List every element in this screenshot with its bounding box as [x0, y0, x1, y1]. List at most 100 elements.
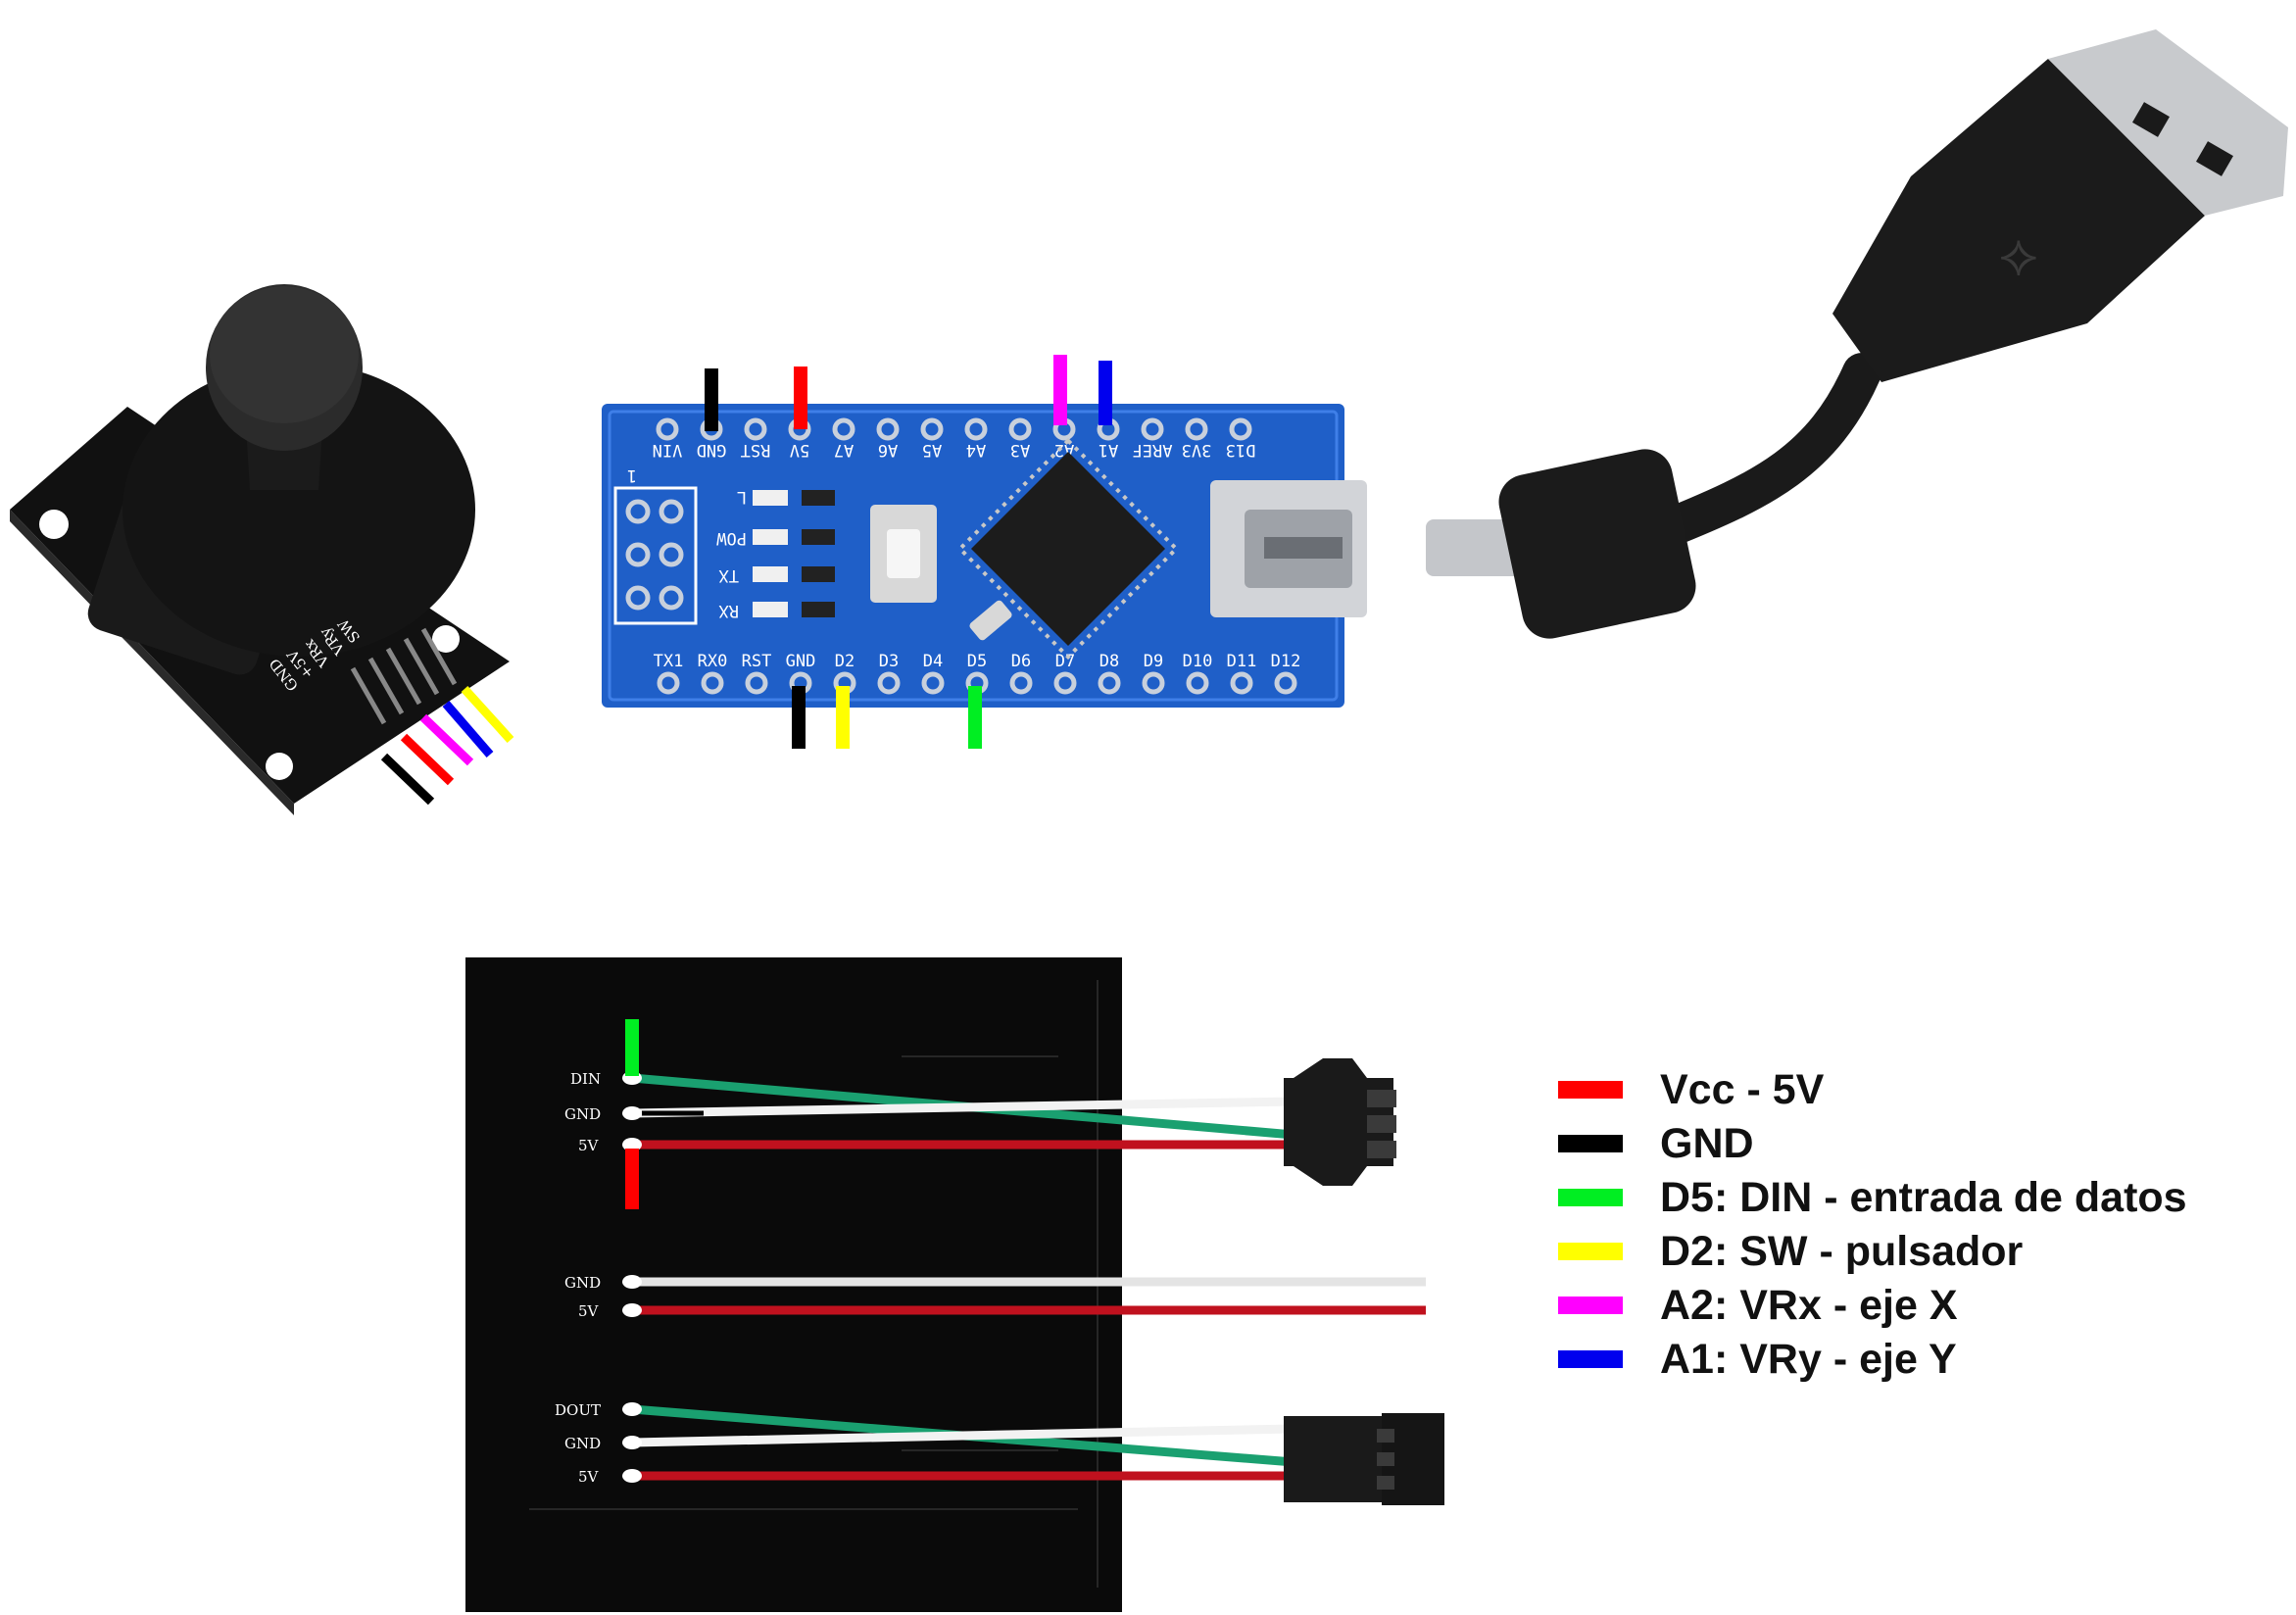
nano-pin-pad — [924, 674, 942, 692]
legend-swatch — [1558, 1350, 1623, 1368]
nano-pin-pad — [659, 674, 677, 692]
nano-pin-label: D10 — [1183, 652, 1213, 671]
nano-pin-pad — [747, 420, 764, 438]
pad-label-dout: DOUT — [555, 1401, 601, 1419]
wire-marker-5v — [404, 737, 451, 782]
led-label-rx: RX — [718, 601, 739, 620]
nano-pin-pad — [1232, 420, 1249, 438]
nano-pin-pad — [1012, 674, 1030, 692]
nano-pin-label: TX1 — [654, 652, 684, 671]
nano-pin-pad — [1277, 674, 1295, 692]
legend-swatch — [1558, 1189, 1623, 1206]
marker-sw-bottom — [836, 686, 850, 749]
mount-hole — [266, 753, 293, 780]
nano-pin-pad — [835, 420, 853, 438]
nano-pin-label: D12 — [1271, 652, 1301, 671]
jst-connector-female — [1284, 1058, 1396, 1186]
led-label-tx: TX — [718, 565, 739, 585]
usb-cable-wire — [1666, 372, 1862, 529]
nano-pin-label: D13 — [1226, 440, 1256, 460]
nano-pin-label: A5 — [922, 440, 942, 460]
legend-label: D5: DIN - entrada de datos — [1660, 1171, 2187, 1224]
nano-pin-pad — [1100, 674, 1118, 692]
resistor — [802, 566, 835, 582]
nano-pin-label: A4 — [966, 440, 986, 460]
mini-usb-plug-body — [1493, 444, 1700, 644]
led-label-l: L — [737, 487, 747, 507]
nano-pin-label: GND — [697, 440, 727, 460]
nano-pin-label: D2 — [835, 652, 855, 671]
resistor — [802, 490, 835, 506]
nano-pin-pad — [1011, 420, 1029, 438]
marker-din-matrix — [625, 1019, 639, 1076]
marker-din-bottom — [968, 686, 982, 749]
nano-pin-label: RST — [742, 652, 772, 671]
joystick-module: GND +5V VRx VRy SW — [10, 284, 511, 815]
nano-pin-label: AREF — [1133, 440, 1173, 460]
pad-label-5v: 5V — [578, 1137, 600, 1154]
mini-usb-tongue — [1264, 537, 1343, 559]
nano-pin-label: 5V — [790, 440, 809, 460]
nano-pin-pad — [1189, 674, 1206, 692]
led — [753, 529, 788, 545]
led — [753, 490, 788, 506]
nano-pin-label: D4 — [923, 652, 943, 671]
nano-pin-label: D7 — [1055, 652, 1075, 671]
nano-pin-label: A1 — [1099, 440, 1118, 460]
legend-swatch — [1558, 1297, 1623, 1314]
usb-cable: ⟡ — [1426, 29, 2288, 644]
marker-gnd-bottom — [792, 686, 806, 749]
legend-label: GND — [1660, 1117, 1754, 1170]
nano-pin-label: 3V3 — [1182, 440, 1212, 460]
pad-label-gnd: GND — [564, 1274, 601, 1292]
nano-pin-label: D3 — [879, 652, 899, 671]
pad-label-5v: 5V — [578, 1468, 600, 1486]
nano-pin-label: RST — [741, 440, 771, 460]
nano-pin-label: D11 — [1227, 652, 1257, 671]
marker-5v-matrix — [625, 1149, 639, 1209]
nano-pin-pad — [704, 674, 721, 692]
legend-swatch — [1558, 1081, 1623, 1099]
marker-5v-top — [794, 367, 807, 429]
nano-pin-label: VIN — [653, 440, 683, 460]
nano-pin-pad — [880, 674, 898, 692]
nano-pin-pad — [1233, 674, 1250, 692]
legend-swatch — [1558, 1135, 1623, 1152]
nano-pin-label: D8 — [1099, 652, 1119, 671]
nano-pin-label: A6 — [878, 440, 898, 460]
pad-label-din: DIN — [570, 1070, 601, 1088]
nano-pin-label: A3 — [1010, 440, 1030, 460]
pad-label-5v: 5V — [578, 1302, 600, 1320]
nano-pin-pad — [748, 674, 765, 692]
usb-trident-icon: ⟡ — [1999, 220, 2038, 289]
mount-hole — [39, 510, 69, 539]
wire-marker-gnd — [384, 757, 431, 802]
nano-pin-pad — [1056, 674, 1074, 692]
legend-label: A1: VRy - eje Y — [1660, 1333, 1957, 1386]
led — [753, 566, 788, 582]
nano-pin-label: D9 — [1144, 652, 1163, 671]
nano-pin-pad — [879, 420, 897, 438]
joystick-cap-top — [210, 286, 359, 423]
marker-vrx-top — [1053, 355, 1067, 425]
nano-pin-label: D5 — [967, 652, 987, 671]
reset-button — [887, 529, 920, 578]
marker-vry-top — [1099, 361, 1112, 425]
nano-pin-pad — [659, 420, 676, 438]
arduino-nano: VINGNDRST5VA7A6A5A4A3A2A1AREF3V3D13 TX1R… — [602, 404, 1367, 708]
header-pin1-mark: 1 — [627, 465, 637, 485]
nano-pin-pad — [1145, 674, 1162, 692]
nano-pin-label: GND — [786, 652, 816, 671]
legend-label: D2: SW - pulsador — [1660, 1225, 2023, 1278]
led-matrix: DIN GND 5V GND 5V DOUT GND 5V — [465, 957, 1444, 1612]
pad-label-gnd: GND — [564, 1435, 601, 1452]
resistor — [802, 602, 835, 617]
led-label-pow: POW — [716, 528, 747, 548]
nano-pin-pad — [923, 420, 941, 438]
nano-pin-label: D6 — [1011, 652, 1031, 671]
resistor — [802, 529, 835, 545]
nano-pin-pad — [1144, 420, 1161, 438]
jst-connector-male — [1284, 1413, 1444, 1505]
nano-pin-pad — [1188, 420, 1205, 438]
nano-pin-label: RX0 — [698, 652, 728, 671]
